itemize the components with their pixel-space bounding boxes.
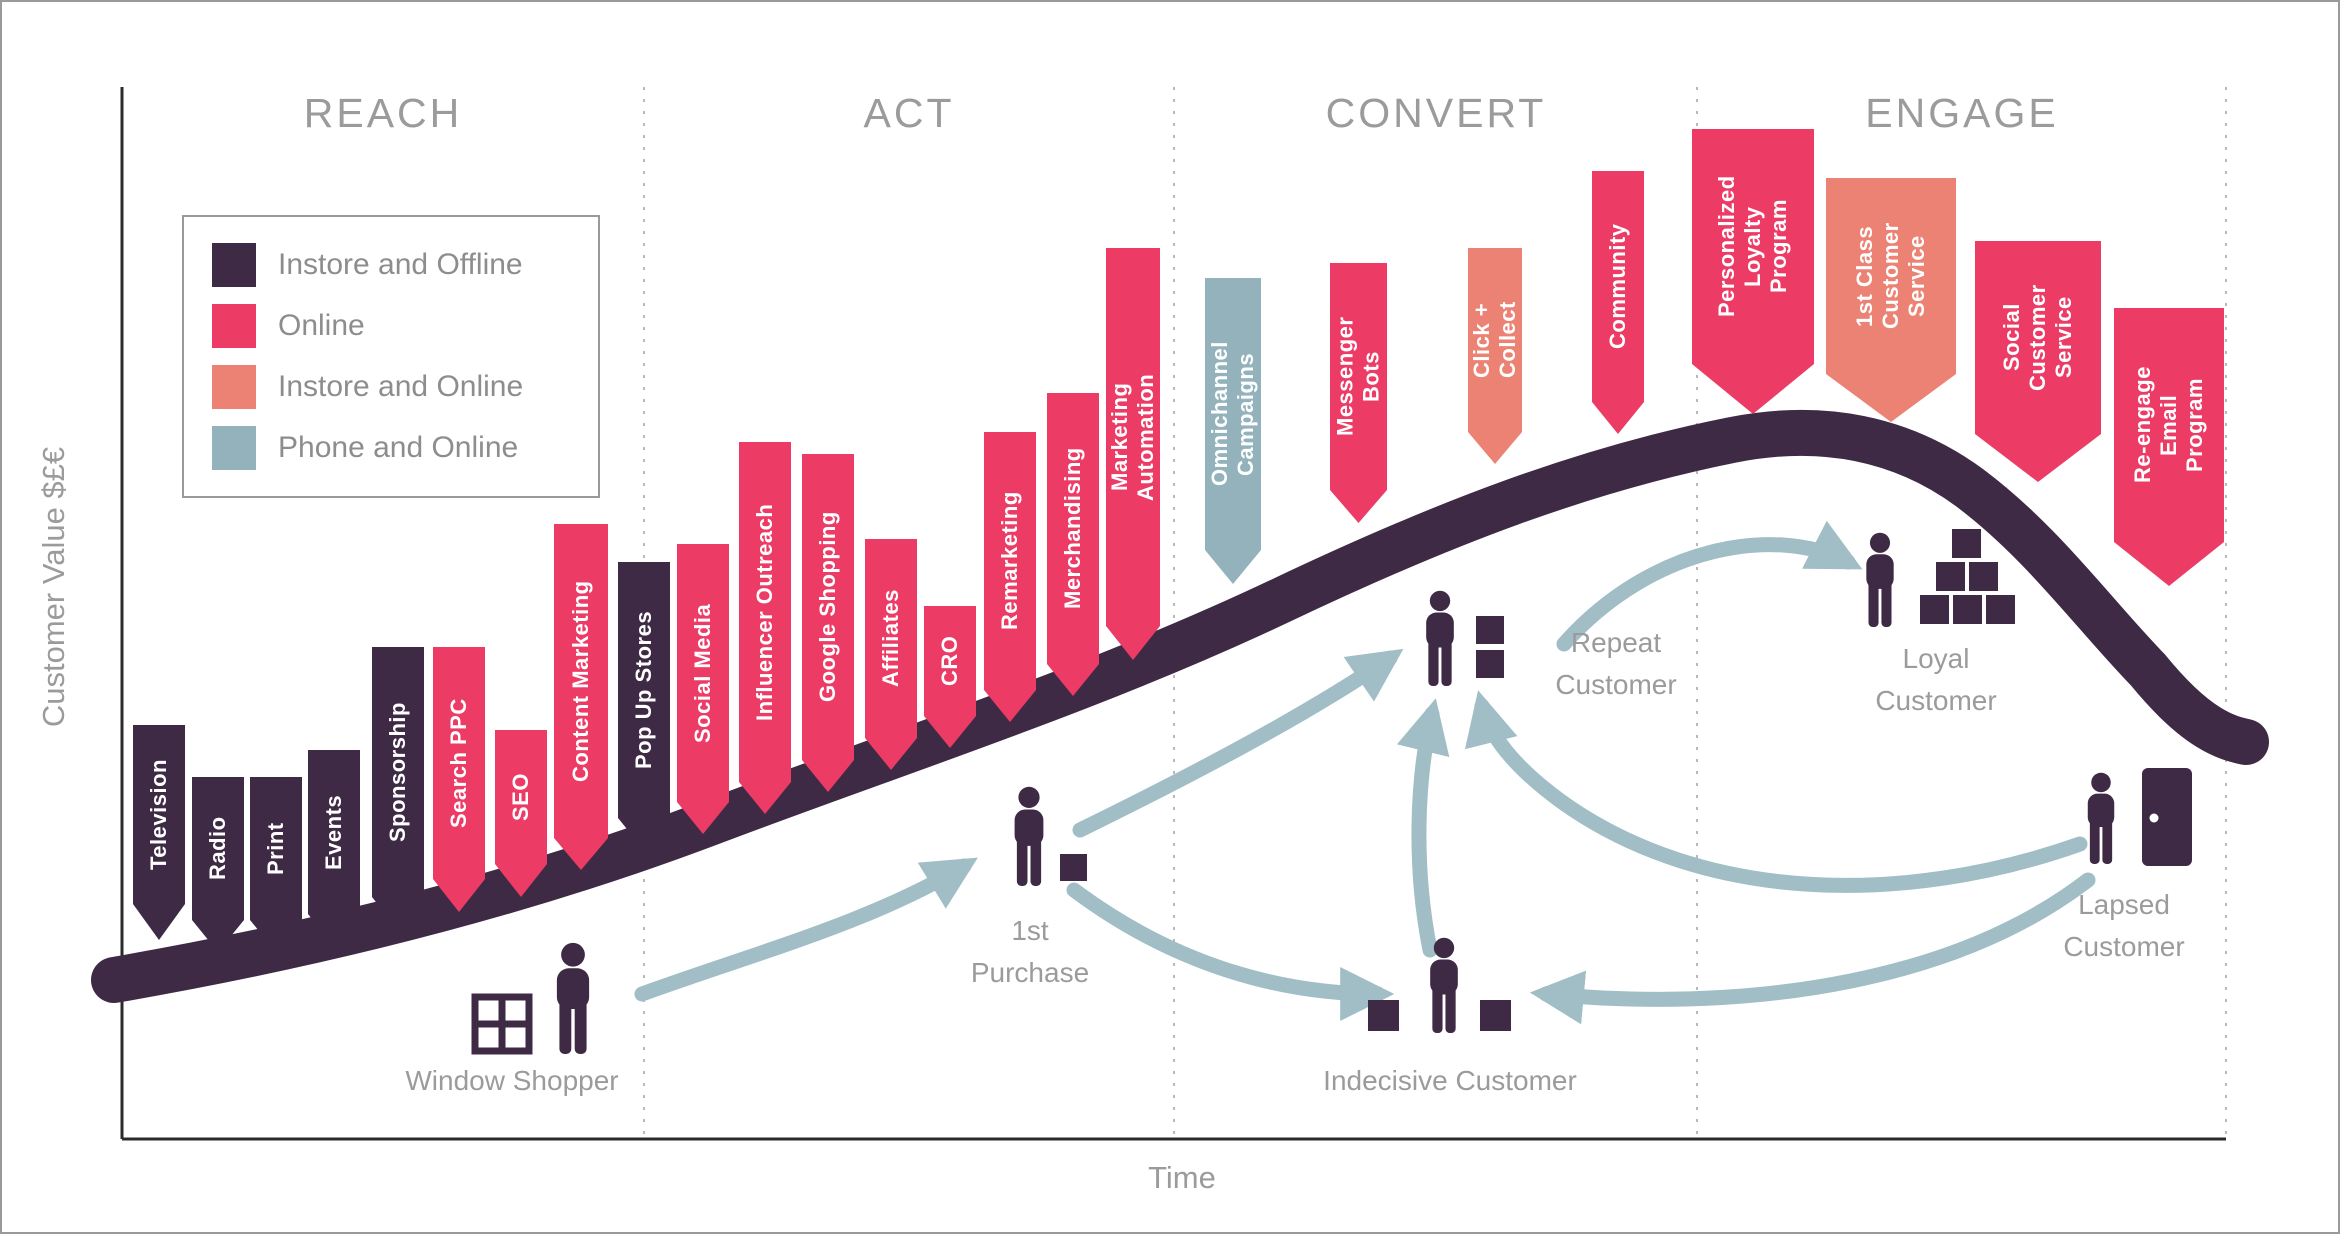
arrow-lapsed-to-indecisive: [1529, 872, 2096, 1025]
lapsed-customer-icon: [2087, 772, 2115, 864]
channel-banner-label: Google Shopping: [815, 511, 841, 703]
channel-banner-label: Re-engage Email Program: [2130, 366, 2207, 484]
channel-banner-label: Influencer Outreach: [752, 503, 778, 721]
channel-banner-events: Events: [308, 750, 360, 947]
actor-label-window-shopper: Window Shopper: [405, 1065, 619, 1096]
arrow-firstpurchase-to-repeat: [1072, 648, 1404, 838]
channel-banner-label: Remarketing: [997, 491, 1023, 631]
channel-banner-label: Social Media: [690, 603, 716, 743]
window-shopper-icon: [556, 942, 590, 1054]
channel-banner-label: Events: [321, 794, 347, 870]
legend-swatch: [212, 243, 256, 287]
box-icon: [1476, 650, 1504, 678]
channel-banner-marketing-automation: Marketing Automation: [1106, 248, 1160, 660]
arrow-firstpurchase-to-indecisive: [1066, 882, 1395, 1021]
channel-banner-print: Print: [250, 777, 302, 952]
channel-banner-label: Click + Collect: [1469, 301, 1520, 379]
actor-label-indecisive-customer: Indecisive Customer: [1323, 1065, 1577, 1096]
channel-banner-click-collect: Click + Collect: [1468, 248, 1522, 464]
channel-banner-label: Omnichannel Campaigns: [1207, 341, 1258, 487]
channel-banner-remarketing: Remarketing: [984, 432, 1036, 722]
channel-banner-re-engage-email-program: Re-engage Email Program: [2114, 308, 2224, 586]
phase-label-reach: REACH: [303, 90, 463, 136]
repeat-customer-icon: [1426, 590, 1454, 686]
channel-banner-affiliates: Affiliates: [865, 539, 917, 770]
y-axis-label: Customer Value $£€: [36, 446, 71, 728]
channel-banner-google-shopping: Google Shopping: [802, 454, 854, 792]
channel-banner-label: Affiliates: [878, 589, 904, 688]
arrow-lapsed-to-repeat: [1464, 690, 2088, 893]
channel-banner-label: SEO: [508, 773, 534, 821]
channel-banner-label: Content Marketing: [568, 580, 594, 782]
window-icon: [471, 993, 533, 1055]
box-icon: [1480, 1000, 1511, 1031]
channel-banner-merchandising: Merchandising: [1047, 393, 1099, 696]
channel-banner-label: Television: [146, 759, 172, 870]
legend-swatch: [212, 365, 256, 409]
box-icon: [1368, 1000, 1399, 1031]
door-icon: [2142, 768, 2192, 866]
actor-label-repeat-customer: Repeat Customer: [1555, 627, 1677, 700]
phase-label-convert: CONVERT: [1325, 90, 1547, 136]
channel-banner-messenger-bots: Messenger Bots: [1330, 263, 1387, 523]
channel-banner-label: Marketing Automation: [1107, 373, 1158, 501]
channel-banner-label: Merchandising: [1060, 447, 1086, 610]
channel-banner-television: Television: [133, 725, 185, 940]
channel-banner-pop-up-stores: Pop Up Stores: [618, 562, 670, 850]
box-icon: [1060, 854, 1087, 881]
channel-banner-cro: CRO: [924, 606, 976, 748]
channel-banner-label: Sponsorship: [385, 702, 411, 842]
channel-banner-community: Community: [1592, 171, 1644, 434]
legend-label: Phone and Online: [278, 431, 519, 464]
channel-banner-label: Radio: [205, 816, 231, 881]
actor-label-lapsed-customer: Lapsed Customer: [2063, 889, 2185, 962]
customer-value-curve: [91, 409, 2269, 1003]
channel-banner-label: Community: [1605, 223, 1631, 350]
channel-banner-label: Print: [263, 822, 289, 875]
arrow-windowshopper-to-firstpurchase: [634, 857, 978, 1002]
channel-banner-label: Search PPC: [446, 698, 472, 828]
legend-label: Instore and Offline: [278, 248, 523, 281]
x-axis-label: Time: [1148, 1160, 1216, 1195]
arrow-indecisive-to-repeat: [1396, 698, 1450, 958]
legend-label: Online: [278, 309, 365, 342]
channel-banner-label: Personalized Loyalty Program: [1714, 175, 1791, 318]
box-stack-icon: [1920, 529, 2015, 624]
legend-item-online: Online: [212, 304, 570, 348]
legend-item-instore-and-offline: Instore and Offline: [212, 243, 570, 287]
journey-figures: [471, 529, 2192, 1055]
channel-banner-personalized-loyalty-program: Personalized Loyalty Program: [1692, 129, 1814, 414]
channel-banner-label: Social Customer Service: [1999, 284, 2076, 391]
box-icon: [1476, 616, 1504, 644]
channel-banner-label: Pop Up Stores: [631, 610, 657, 770]
first-purchase-icon: [1014, 786, 1044, 886]
channel-banner-seo: SEO: [495, 730, 547, 897]
journey-arrows: [634, 520, 2096, 1025]
channel-banner-influencer-outreach: Influencer Outreach: [739, 442, 791, 814]
channel-banner-social-media: Social Media: [677, 544, 729, 834]
channel-banner-label: CRO: [937, 635, 963, 687]
channel-banner-social-customer-service: Social Customer Service: [1975, 241, 2101, 482]
arrow-repeat-to-loyal: [1556, 520, 1863, 652]
channel-banner-label: Messenger Bots: [1332, 316, 1384, 437]
actor-label-loyal-customer: Loyal Customer: [1875, 643, 1997, 716]
loyal-customer-icon: [1866, 532, 1894, 627]
channel-banner-radio: Radio: [192, 777, 244, 952]
phase-label-act: ACT: [863, 90, 955, 136]
channel-banner-label: 1st Class Customer Service: [1852, 222, 1929, 330]
legend-swatch: [212, 304, 256, 348]
legend-item-phone-and-online: Phone and Online: [212, 426, 570, 470]
channel-banner-search-ppc: Search PPC: [433, 647, 485, 912]
legend-label: Instore and Online: [278, 370, 524, 403]
legend-swatch: [212, 426, 256, 470]
actor-label-first-purchase: 1st Purchase: [970, 915, 1090, 988]
phase-label-engage: ENGAGE: [1865, 90, 2059, 136]
channel-banner-1st-class-customer-service: 1st Class Customer Service: [1826, 178, 1956, 422]
channel-banner-omnichannel-campaigns: Omnichannel Campaigns: [1205, 278, 1261, 584]
channel-banner-sponsorship: Sponsorship: [372, 647, 424, 930]
channel-banner-content-marketing: Content Marketing: [554, 524, 608, 870]
legend-item-instore-and-online: Instore and Online: [212, 365, 570, 409]
